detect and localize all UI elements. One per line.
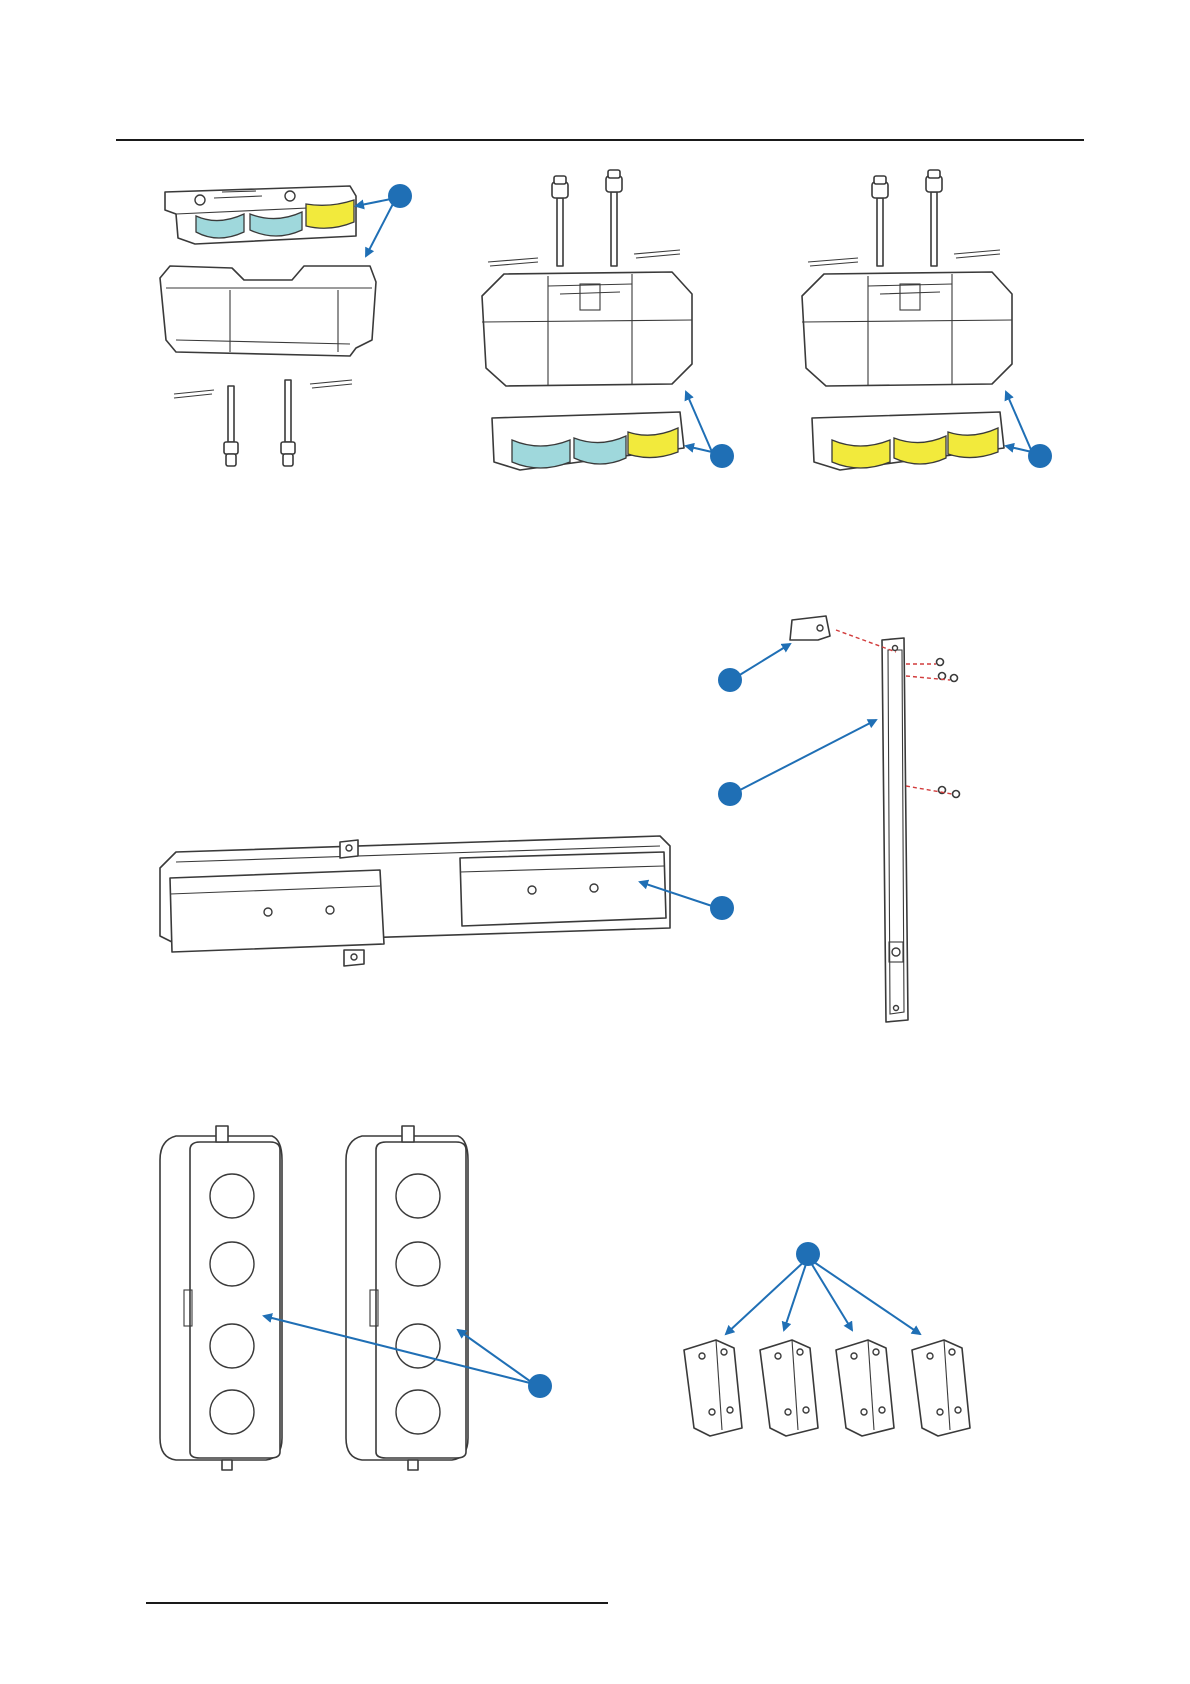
bracket — [760, 1340, 818, 1436]
bracket — [684, 1340, 742, 1436]
callout-dot — [718, 782, 742, 806]
clamp-assembly-2 — [482, 170, 734, 470]
bracket — [912, 1340, 970, 1436]
callout-dot — [718, 668, 742, 692]
brackets — [684, 1242, 970, 1436]
page-footer — [146, 1610, 608, 1630]
callout-dot — [710, 444, 734, 468]
page-title — [116, 110, 1084, 134]
bracket — [836, 1340, 894, 1436]
frame-assembly — [160, 836, 734, 966]
end-caps — [160, 1126, 552, 1470]
callout-dot — [1028, 444, 1052, 468]
callout-dot — [710, 896, 734, 920]
callout-dot — [388, 184, 412, 208]
clamp-assembly-3 — [802, 170, 1052, 470]
clamp-assembly-1 — [160, 184, 412, 466]
callout-dot — [796, 1242, 820, 1266]
callout-dot — [528, 1374, 552, 1398]
rail-assembly — [718, 616, 960, 1022]
